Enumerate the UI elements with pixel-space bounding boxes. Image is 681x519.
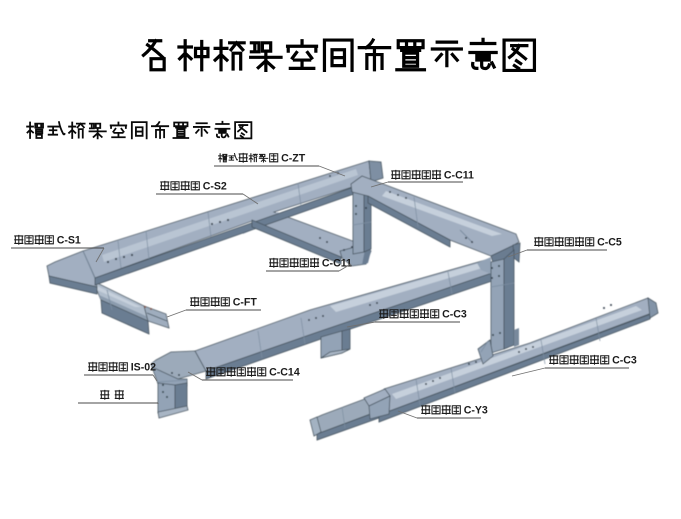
svg-text:C-C3: C-C3 [442, 309, 467, 321]
svg-text:C-C14: C-C14 [269, 367, 300, 379]
svg-text:C-Y3: C-Y3 [464, 405, 488, 417]
svg-text:C-C3: C-C3 [612, 355, 637, 367]
svg-text:IS-02: IS-02 [131, 362, 156, 374]
svg-text:C-C11: C-C11 [322, 258, 352, 270]
svg-text:C-S1: C-S1 [57, 235, 81, 247]
svg-text:C-S2: C-S2 [203, 181, 227, 193]
svg-text:C-C11: C-C11 [444, 170, 474, 182]
svg-text:C-C5: C-C5 [597, 237, 622, 249]
svg-text:C-ZT: C-ZT [281, 153, 306, 165]
svg-text:C-FT: C-FT [233, 297, 258, 309]
